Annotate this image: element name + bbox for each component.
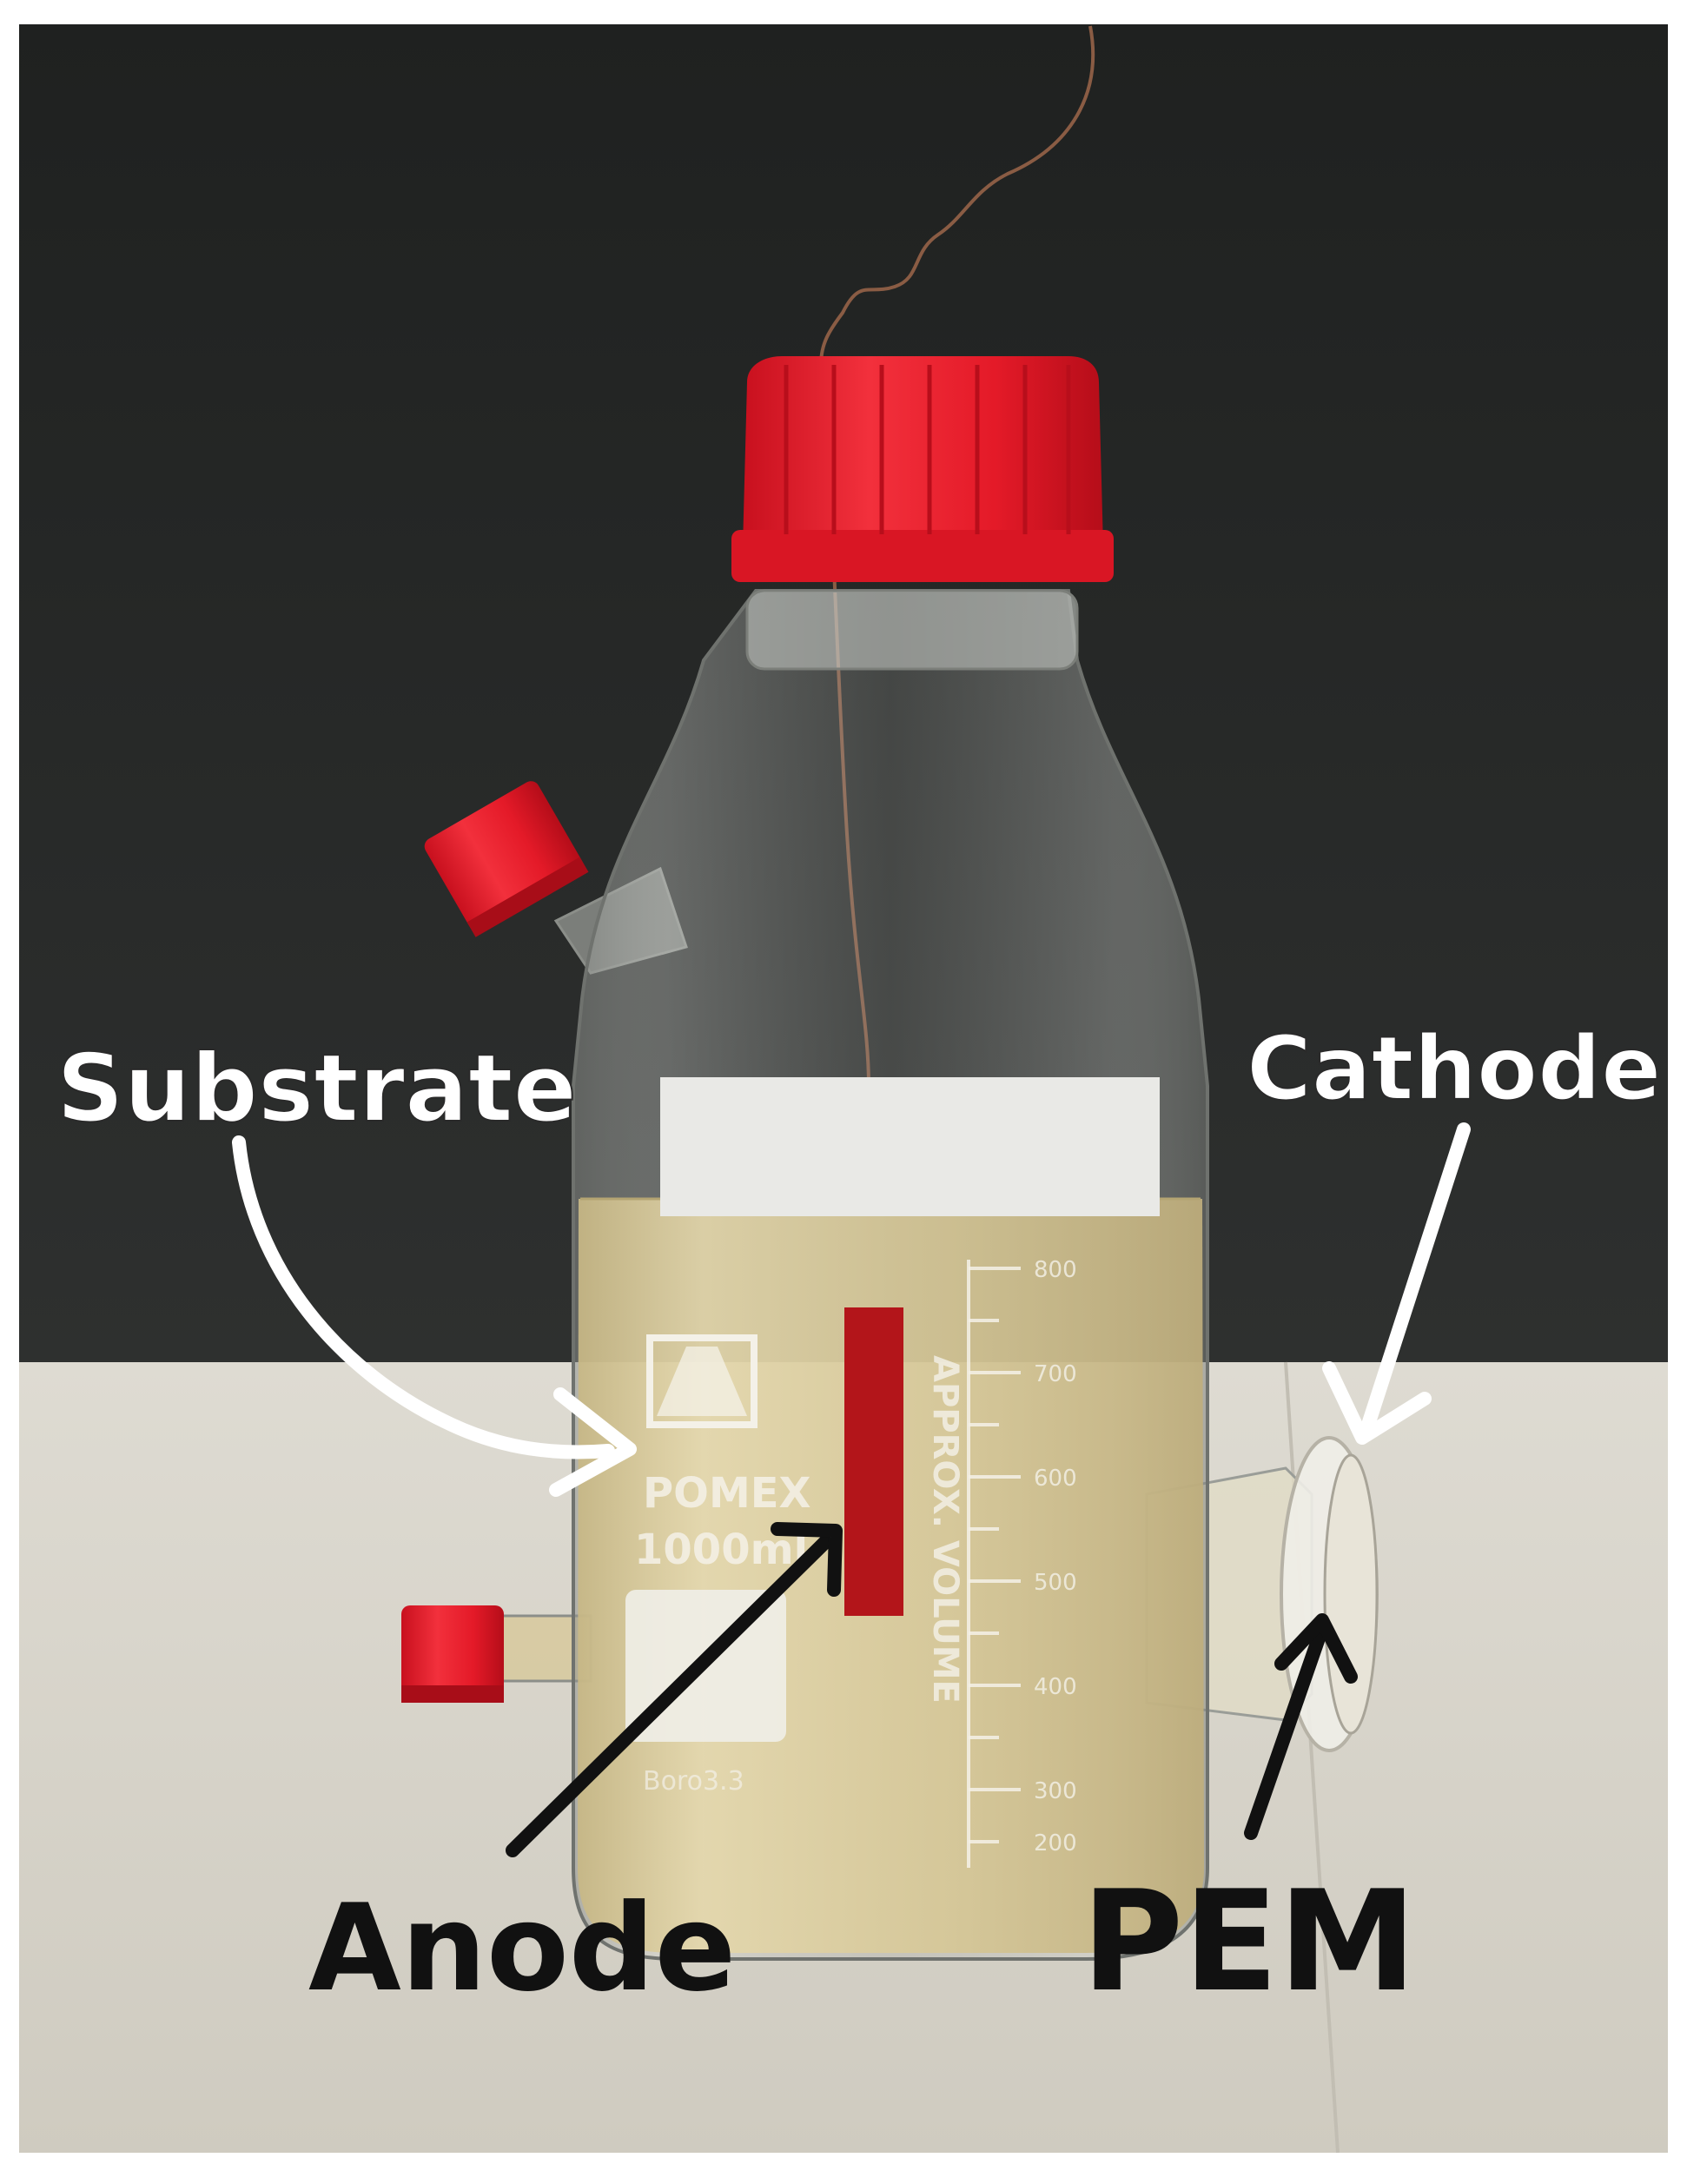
grad-label-200: 200 xyxy=(1034,1830,1077,1856)
grad-label-600: 600 xyxy=(1034,1466,1077,1492)
grad-label-400: 400 xyxy=(1034,1674,1077,1700)
main-cap xyxy=(731,356,1114,582)
substrate-arrowhead xyxy=(549,1387,637,1497)
pem-flange xyxy=(1323,1453,1379,1735)
lower-print-text: Boro3.3 xyxy=(643,1766,744,1797)
substrate-label: Substrate xyxy=(56,1035,577,1143)
white-label-patch xyxy=(660,1077,1160,1216)
cathode-arrowhead xyxy=(1322,1361,1432,1445)
pem-arrow-line xyxy=(1244,1626,1327,1840)
cathode-arrow-line xyxy=(1361,1122,1471,1432)
anode-arrowhead xyxy=(771,1522,843,1597)
anode-arrow-line xyxy=(506,1535,832,1857)
lower-side-cap xyxy=(401,1605,504,1703)
pem-label: PEM xyxy=(1082,1860,1417,2022)
substrate-arrow-line xyxy=(232,1135,615,1459)
anode-bar xyxy=(844,1307,903,1616)
cathode-label: Cathode xyxy=(1247,1017,1661,1121)
pem-arrowhead xyxy=(1274,1613,1358,1684)
graduation-scale xyxy=(967,1260,1021,1868)
bottle-neck-ring xyxy=(745,589,1079,671)
approx-volume-text: APPROX. VOLUME xyxy=(925,1355,965,1704)
brand-logo xyxy=(646,1334,757,1428)
upper-side-cap xyxy=(424,781,589,937)
brand-text: POMEX xyxy=(643,1469,811,1518)
grad-label-800: 800 xyxy=(1034,1257,1077,1283)
grad-label-700: 700 xyxy=(1034,1361,1077,1387)
grad-label-300: 300 xyxy=(1034,1778,1077,1804)
anode-label: Anode xyxy=(308,1878,736,2018)
grad-label-500: 500 xyxy=(1034,1570,1077,1596)
